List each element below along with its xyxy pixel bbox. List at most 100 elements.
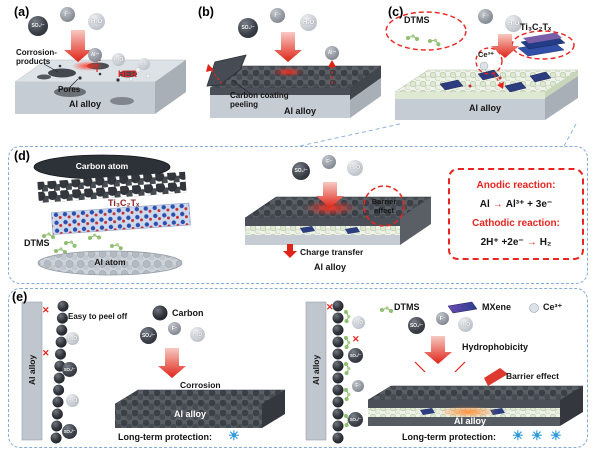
anodic-reaction-title: Anodic reaction: [476, 180, 556, 191]
anodic-right: Al³⁺ + 3e⁻ [505, 199, 553, 210]
panel-c-tag: (c) [388, 5, 404, 19]
her-label: HER [118, 69, 138, 79]
cross-icon: ✕ [42, 348, 50, 358]
al-atom-ellipse [37, 250, 183, 276]
al-atom-label: Al atom [94, 257, 126, 267]
cathodic-right: H₂ [539, 237, 552, 248]
mxene-legend-label: MXene [482, 302, 512, 312]
coated-sphere-column [332, 300, 352, 444]
cathodic-reaction-equation: 2H⁺ +2e⁻→H₂ [481, 237, 552, 248]
panel-a-arrows [43, 30, 151, 88]
reaction-box: Anodic reaction: Al→Al³⁺ + 3e⁻ Cathodic … [448, 168, 584, 260]
al-alloy-label-a: Al alloy [68, 99, 101, 109]
anodic-left: Al [479, 199, 490, 210]
corrosion-label: Corrosion [180, 380, 221, 390]
ion-f: F⁻ [352, 380, 364, 392]
al-alloy-label-b: Al alloy [283, 106, 316, 116]
panel-b-slab [206, 54, 382, 118]
carbon-coating-peeling-label: Carbon coating peeling [230, 91, 289, 110]
charge-transfer-arrow [283, 244, 297, 258]
hydrophobicity-label: Hydrophobicity [462, 342, 529, 352]
panel-e-border [8, 288, 588, 448]
barrier-effect-label-e: Barrier effect [506, 371, 559, 381]
al-alloy-bar-right [305, 301, 327, 441]
panel-b-tag: (b) [198, 5, 214, 19]
dtms-dashed-ellipse [385, 11, 467, 51]
al-alloy-bar-left [21, 301, 43, 441]
sun-icon: ☀ [228, 428, 240, 443]
ion-al: Al³⁺ [325, 46, 339, 60]
long-term-protection-label-right: Long-term protection: [402, 432, 496, 442]
panel-c-slab [394, 69, 579, 120]
panel-e-left [21, 300, 286, 444]
ion-h2: H₂ [138, 58, 150, 70]
ion-so4: SO₄²⁻ [140, 327, 157, 344]
anodic-arrow: → [492, 199, 503, 210]
cathodic-arrow: → [526, 237, 537, 248]
panel-a-slab [14, 59, 187, 114]
panel-e-tag: (e) [12, 290, 28, 304]
ion-f: F⁻ [270, 8, 285, 23]
ion-h2o: H₂O [88, 13, 105, 30]
al-alloy-label-d: Al alloy [313, 262, 346, 272]
al-alloy-label-c: Al alloy [468, 103, 501, 113]
cross-icon: ✕ [352, 334, 360, 344]
dtms-label-d: DTMS [24, 238, 50, 248]
ion-f: F⁻ [322, 155, 336, 169]
ion-h2o: H₂O [190, 327, 205, 342]
ion-h2o: H₂O [66, 332, 79, 345]
dtms-legend-label: DTMS [394, 302, 420, 312]
panel-d-border [8, 146, 588, 284]
sun-icon: ☀ [550, 428, 562, 443]
peeling-flap [206, 54, 247, 87]
ion-so4: SO₄²⁻ [62, 424, 77, 439]
panel-e-right [305, 300, 584, 444]
ion-so4: SO₄²⁻ [348, 412, 363, 427]
barrier-arrow [484, 368, 508, 386]
carbon-atom-label: Carbon atom [75, 161, 129, 171]
long-term-protection-label-left: Long-term protection: [118, 432, 212, 442]
ce-label-c: Ce³⁺ [478, 50, 495, 59]
ion-f: F⁻ [168, 322, 181, 335]
panel-d-slab [244, 196, 432, 245]
ion-f: F⁻ [60, 7, 75, 22]
ion-so4: SO₄²⁻ [62, 362, 77, 377]
panel-d-tag: (d) [14, 149, 30, 163]
cathodic-reaction-title: Cathodic reaction: [472, 218, 560, 229]
panel-c-annotations [299, 11, 577, 147]
cross-icon: ✕ [42, 305, 50, 315]
ce-dashed-circle [475, 47, 503, 75]
panel-d-inset [33, 154, 191, 276]
easy-to-peel-off-label: Easy to peel off [68, 312, 128, 321]
ion-h2o: H₂O [347, 160, 363, 176]
panel-b-arrows [206, 32, 336, 96]
carbon-legend-label: Carbon [172, 308, 204, 318]
ion-h2o: H₂O [352, 316, 365, 329]
ion-so4: SO₄²⁻ [348, 348, 363, 363]
cross-icon: ✕ [326, 302, 334, 312]
ion-h2o: H₂O [300, 14, 317, 31]
sun-icon: ☀ [531, 428, 543, 443]
ion-so4: SO₄²⁻ [408, 317, 425, 334]
sun-icon: ☀ [512, 428, 524, 443]
barrier-dashed-circle [363, 185, 405, 227]
al-alloy-label-e-right: Al alloy [453, 416, 486, 426]
corrosion-products-label: Corrosion- products [16, 48, 57, 67]
ion-h2o: H₂O [66, 394, 79, 407]
mxene-label-c: Ti₃C₂Tₓ [520, 22, 552, 32]
anodic-reaction-equation: Al→Al³⁺ + 3e⁻ [480, 199, 552, 210]
charge-transfer-label: Charge transfer [300, 247, 364, 257]
mxene-legend-flake [447, 301, 478, 314]
pores-label: Pores [58, 85, 81, 94]
al-alloy-label-e-left: Al alloy [173, 409, 206, 419]
ce-legend-label: Ce³⁺ [543, 302, 563, 312]
ion-h2o: H₂O [112, 53, 125, 66]
ion-f: F⁻ [436, 312, 449, 325]
barrier-effect-label-d: Barrier effect [371, 197, 397, 215]
panel-a-tag: (a) [14, 5, 30, 19]
ce-legend-sphere [529, 303, 539, 313]
mxene-label-d: Ti₃C₂Tₓ [108, 198, 140, 208]
cathodic-left: 2H⁺ +2e⁻ [480, 237, 524, 248]
carbon-sphere-column [50, 300, 69, 444]
